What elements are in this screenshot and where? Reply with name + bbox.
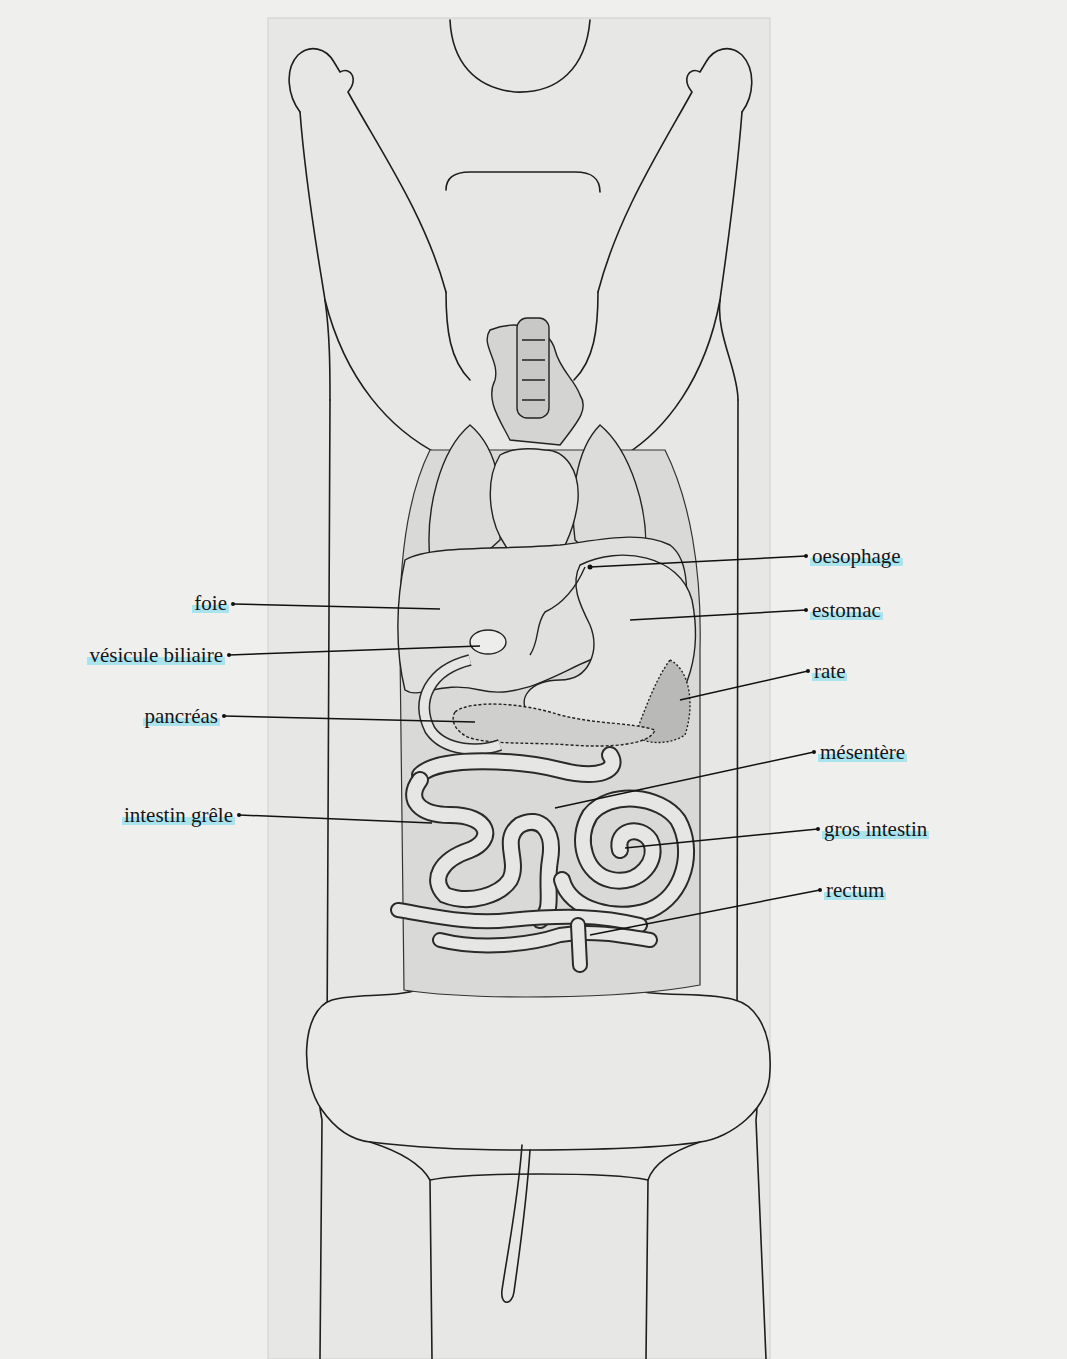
- leader-line: [590, 556, 806, 567]
- rat-outline: [325, 300, 440, 455]
- rat-outline: [319, 400, 330, 1359]
- board: [268, 18, 770, 1359]
- board: [268, 18, 770, 1359]
- abdominal-organs: [453, 704, 655, 746]
- rat-outline: [598, 49, 752, 292]
- leader-line: [229, 646, 480, 655]
- rat-outline: [625, 300, 720, 455]
- rat-outline: [289, 49, 446, 292]
- rat-outline: [430, 1174, 648, 1180]
- leader-dot: [231, 602, 235, 606]
- rat-outline: [720, 112, 742, 400]
- leader-dot: [812, 750, 816, 754]
- leader-dot: [222, 554, 822, 892]
- rat-outline: [370, 1142, 432, 1359]
- intestines: [398, 910, 640, 925]
- part-label: pancréas: [143, 704, 220, 728]
- rat-outline: [450, 20, 590, 92]
- leader-line: [224, 716, 475, 722]
- intestines: [414, 780, 551, 920]
- part-label: gros intestin: [822, 817, 929, 841]
- leader-line: [630, 610, 806, 620]
- intestines: [398, 755, 686, 965]
- rat-outline: [737, 400, 766, 1359]
- intestines: [578, 925, 580, 965]
- leader-line: [680, 671, 808, 700]
- leader-dot: [806, 669, 810, 673]
- leader-dot: [804, 554, 808, 558]
- part-label: mésentère: [818, 740, 907, 764]
- rat-outline: [446, 292, 470, 380]
- leader-dot: [804, 608, 808, 612]
- abdominal-organs: [424, 660, 500, 749]
- leader-dot: [818, 888, 822, 892]
- leader-dot: [816, 827, 820, 831]
- leader-dot: [227, 653, 231, 657]
- intestines: [414, 780, 551, 920]
- part-label: oesophage: [810, 544, 903, 568]
- part-label: rectum: [824, 878, 886, 902]
- part-label: vésicule biliaire: [87, 643, 225, 667]
- intestines: [440, 933, 650, 946]
- intestines: [578, 925, 580, 965]
- leader-line: [233, 604, 440, 609]
- leader-line: [239, 815, 432, 823]
- thorax-organs: [522, 340, 545, 400]
- part-label: intestin grêle: [122, 803, 235, 827]
- rat-outline: [446, 172, 600, 192]
- part-label: foie: [192, 591, 229, 615]
- leader-dot: [222, 714, 226, 718]
- rat-outline: [300, 112, 330, 400]
- leader-line: [590, 890, 820, 935]
- rat-outline: [502, 1145, 530, 1302]
- leader-line: [224, 556, 820, 935]
- thorax-organs: [517, 318, 549, 418]
- rat-outline: [574, 292, 598, 380]
- intestines: [440, 933, 650, 946]
- abdominal-organs: [470, 630, 506, 654]
- abdominal-organs: [530, 567, 585, 655]
- intestines: [420, 755, 613, 775]
- intestines: [420, 755, 613, 775]
- intestines: [562, 799, 686, 915]
- thorax-organs: [429, 318, 646, 575]
- intestines: [562, 799, 686, 915]
- leader-dot: [588, 565, 593, 570]
- intestines: [398, 910, 640, 925]
- part-label: estomac: [810, 598, 883, 622]
- abdominal-organs: [424, 660, 500, 749]
- abdominal-organs: [398, 537, 696, 749]
- leader-line: [625, 829, 818, 848]
- rat-outline: [289, 20, 770, 1359]
- leader-dot: [237, 813, 241, 817]
- leader-line: [555, 752, 814, 808]
- part-label: rate: [812, 659, 847, 683]
- rat-outline: [646, 1142, 700, 1359]
